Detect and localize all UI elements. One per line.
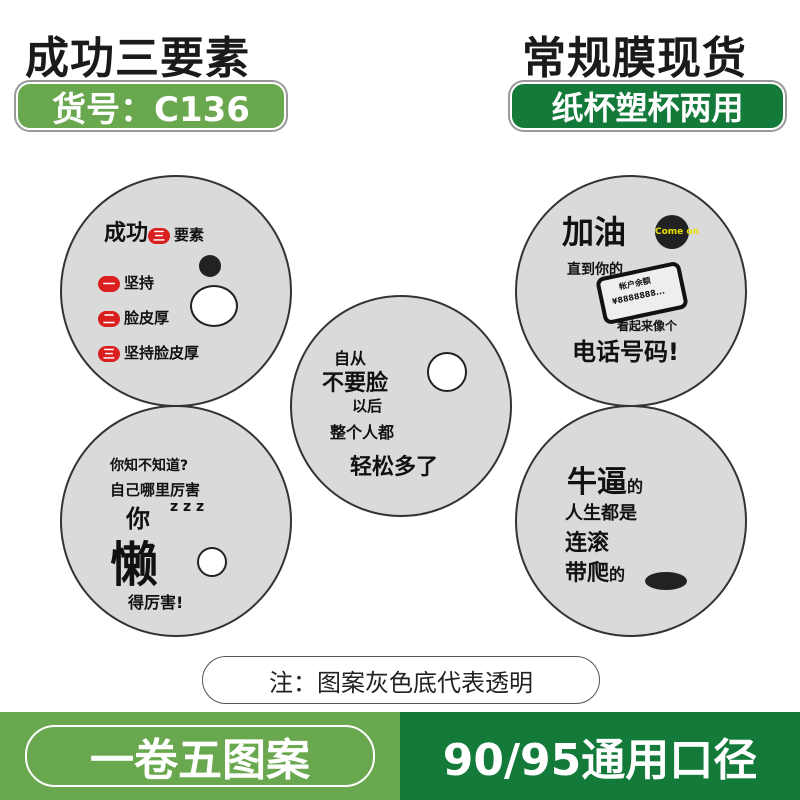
line-4: 整个人都: [330, 423, 395, 442]
line-1: 牛逼的: [567, 465, 644, 500]
sticker-title: 加油: [562, 213, 627, 251]
line-3: 你: [126, 505, 150, 533]
zzz-text: z z z: [170, 499, 205, 515]
line-5: 轻松多了: [350, 455, 439, 480]
line-4: 懒: [110, 537, 159, 593]
footer-left: 一卷五图案: [0, 712, 400, 800]
line-2: 自己哪里厉害: [110, 481, 201, 499]
line-4: 带爬的: [565, 561, 626, 586]
sticker-awesome-life: 牛逼的 人生都是 连滚 带爬的: [515, 405, 747, 637]
left-title: 成功三要素: [25, 33, 250, 84]
sticker-lazy: 你知不知道? 自己哪里厉害 你 z z z 懒 得厉害!: [60, 405, 292, 637]
line-5: 得厉害!: [128, 593, 184, 612]
right-title: 常规膜现货: [522, 33, 747, 84]
line-3: 连滚: [565, 531, 610, 556]
five-patterns-label: 一卷五图案: [25, 725, 375, 787]
footer-right: 90/95通用口径: [400, 712, 800, 800]
sticker-success-elements: 成功三要素 一坚持 二脸皮厚 三坚持脸皮厚: [60, 175, 292, 407]
item-number-badge: 货号：C136: [16, 82, 286, 130]
cartoon-face-icon: [190, 285, 238, 327]
usage-badge: 纸杯塑杯两用: [510, 82, 785, 130]
speech-bubble-icon: [199, 255, 221, 277]
line-2: 看起来像个: [617, 319, 678, 333]
come-on-bubble: Come on: [655, 215, 699, 249]
line-3: 三坚持脸皮厚: [98, 342, 199, 363]
line-1: 直到你的: [567, 262, 623, 278]
line-2: 二脸皮厚: [98, 307, 169, 328]
line-2: 人生都是: [565, 503, 637, 524]
line-3: 电话号码!: [572, 338, 679, 366]
line-1: 一坚持: [98, 272, 154, 293]
hole-icon: [645, 572, 687, 590]
line-2: 不要脸: [322, 371, 389, 396]
cartoon-face-icon: [197, 547, 227, 577]
sticker-no-shame: 自从 不要脸 以后 整个人都 轻松多了: [290, 295, 512, 517]
sticker-title: 成功三要素: [104, 221, 205, 246]
line-3: 以后: [352, 397, 383, 415]
line-1: 你知不知道?: [110, 458, 189, 474]
sticker-cheer-up: 加油 Come on 直到你的 帐户余额 ¥8888888... 看起来像个 电…: [515, 175, 747, 407]
cartoon-face-icon: [427, 352, 467, 392]
line-1: 自从: [334, 349, 367, 368]
transparency-note: 注：图案灰色底代表透明: [202, 656, 600, 704]
